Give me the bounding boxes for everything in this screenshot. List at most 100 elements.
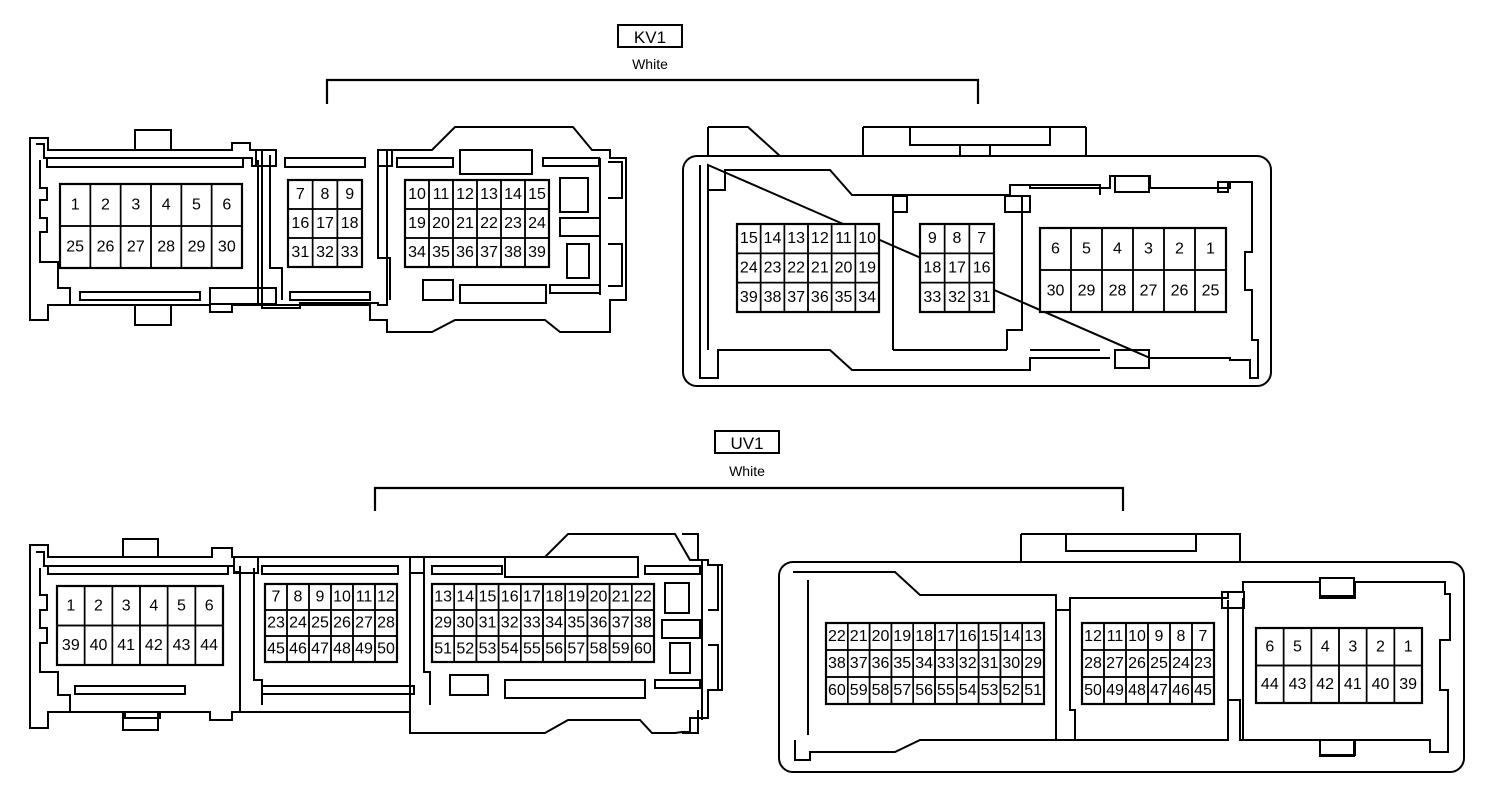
terminal-pin-number: 4 [162, 197, 171, 214]
terminal-pin-number: 16 [973, 260, 991, 277]
terminal-pin-number: 9 [1155, 628, 1164, 645]
terminal-pin-number: 46 [1172, 682, 1190, 699]
terminal-pin-number: 12 [377, 589, 395, 606]
terminal-cell [194, 624, 224, 666]
terminal-pin-number: 24 [528, 215, 546, 232]
terminal-pin-number: 16 [959, 628, 977, 645]
terminal-pin-number: 24 [740, 260, 758, 277]
terminal-pin-number: 5 [192, 197, 201, 214]
kv1-left-housing [29, 126, 627, 333]
terminal-pin-number: 11 [433, 186, 450, 203]
terminal-pin-number: 37 [850, 655, 868, 672]
terminal-pin-number: 43 [1289, 676, 1307, 693]
terminal-pin-number: 52 [1002, 682, 1020, 699]
terminal-pin-number: 39 [528, 244, 546, 261]
terminal-pin-number: 25 [1150, 655, 1168, 672]
terminal-pin-number: 32 [948, 289, 966, 306]
terminal-pin-number: 26 [1128, 655, 1146, 672]
terminal-pin-number: 29 [1078, 283, 1096, 300]
terminal-pin-number: 29 [434, 615, 452, 632]
terminal-pin-number: 33 [923, 289, 941, 306]
terminal-pin-number: 8 [1177, 628, 1186, 645]
terminal-pin-number: 28 [1109, 283, 1127, 300]
terminal-pin-number: 23 [764, 260, 782, 277]
terminal-cell [968, 281, 995, 313]
terminal-pin-number: 25 [1202, 283, 1220, 300]
terminal-pin-number: 26 [97, 239, 115, 256]
terminal-pin-number: 10 [408, 186, 426, 203]
terminal-grid-frame [918, 222, 996, 314]
terminal-cell [854, 281, 880, 313]
terminal-pin-number: 40 [1372, 676, 1390, 693]
terminal-pin-number: 38 [634, 615, 652, 632]
terminal-pin-number: 16 [291, 215, 309, 232]
terminal-pin-number: 12 [1084, 628, 1102, 645]
terminal-pin-number: 6 [222, 197, 231, 214]
terminal-pin-number: 32 [501, 615, 519, 632]
terminal-pin-number: 46 [289, 641, 307, 658]
terminal-pin-number: 17 [948, 260, 966, 277]
terminal-pin-number: 26 [1171, 283, 1189, 300]
terminal-pin-number: 20 [590, 589, 608, 606]
terminal-pin-number: 44 [200, 637, 218, 654]
terminal-pin-number: 37 [612, 615, 630, 632]
terminal-pin-number: 27 [355, 615, 373, 632]
terminal-pin-number: 34 [545, 615, 563, 632]
terminal-pin-number: 3 [1348, 638, 1357, 655]
terminal-pin-number: 50 [377, 641, 395, 658]
terminal-pin-number: 56 [545, 641, 563, 658]
terminal-pin-number: 44 [1261, 676, 1279, 693]
terminal-pin-number: 49 [355, 641, 373, 658]
terminal-cell [1191, 676, 1215, 705]
terminal-pin-number: 11 [835, 230, 852, 247]
terminal-pin-number: 51 [434, 641, 452, 658]
terminal-pin-number: 37 [787, 289, 805, 306]
terminal-pin-number: 20 [872, 628, 890, 645]
terminal-pin-number: 49 [1106, 682, 1124, 699]
terminal-pin-number: 7 [296, 186, 305, 203]
terminal-pin-number: 21 [456, 215, 474, 232]
terminal-pin-number: 19 [567, 589, 585, 606]
terminal-pin-number: 2 [1376, 638, 1385, 655]
terminal-pin-number: 12 [811, 230, 829, 247]
terminal-pin-number: 31 [479, 615, 497, 632]
terminal-pin-number: 29 [188, 239, 206, 256]
terminal-pin-number: 34 [915, 655, 933, 672]
terminal-pin-number: 6 [205, 597, 214, 614]
terminal-pin-number: 60 [828, 682, 846, 699]
terminal-pin-number: 3 [122, 597, 131, 614]
terminal-pin-number: 19 [893, 628, 911, 645]
terminal-pin-number: 5 [1082, 241, 1091, 258]
connector-color-uv1: White [729, 463, 765, 479]
terminal-pin-number: 47 [311, 641, 329, 658]
terminal-pin-number: 30 [1002, 655, 1020, 672]
terminal-pin-number: 17 [523, 589, 541, 606]
terminal-pin-number: 11 [356, 589, 373, 606]
terminal-pin-number: 58 [590, 641, 608, 658]
terminal-pin-number: 48 [1128, 682, 1146, 699]
terminal-pin-number: 1 [1206, 241, 1215, 258]
terminal-pin-number: 55 [937, 682, 955, 699]
terminal-cell [1194, 269, 1227, 313]
terminal-pin-number: 22 [787, 260, 805, 277]
terminal-pin-number: 42 [1316, 676, 1334, 693]
terminal-pin-number: 50 [1084, 682, 1102, 699]
terminal-pin-number: 34 [858, 289, 876, 306]
terminal-cell [524, 237, 550, 268]
terminal-pin-number: 23 [504, 215, 522, 232]
terminal-pin-number: 2 [1175, 241, 1184, 258]
terminal-pin-number: 13 [480, 186, 498, 203]
terminal-pin-number: 21 [612, 589, 630, 606]
terminal-pin-number: 48 [333, 641, 351, 658]
terminal-cell [210, 225, 243, 269]
terminal-pin-number: 45 [1194, 682, 1212, 699]
terminal-pin-number: 18 [545, 589, 563, 606]
terminal-pin-number: 6 [1051, 241, 1060, 258]
terminal-pin-number: 30 [1047, 283, 1065, 300]
